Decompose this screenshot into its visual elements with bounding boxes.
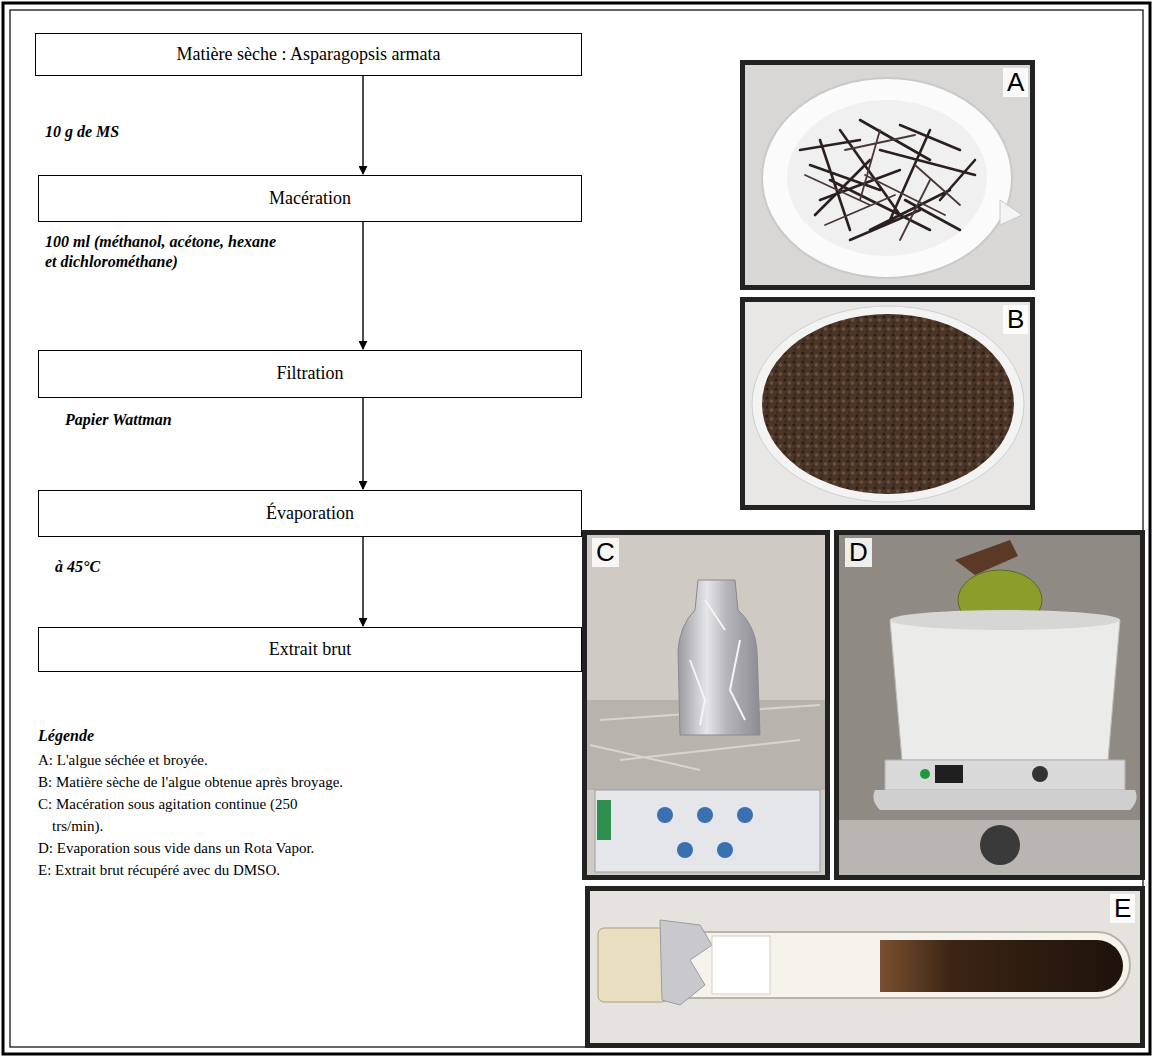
legend-entry: A: L'algue séchée et broyée. <box>38 749 348 771</box>
legend-heading: Légende <box>38 727 348 745</box>
step-annotation: à 45°C <box>55 557 305 577</box>
foil-bottle <box>678 580 760 735</box>
stirrer-knob <box>677 842 693 858</box>
step-annotation: 100 ml (méthanol, acétone, hexane et dic… <box>45 232 285 272</box>
flask-clamp <box>955 540 1018 575</box>
stir-bar-magnet <box>980 825 1020 865</box>
temperature-display <box>935 765 963 783</box>
process-box: Macération <box>38 175 582 222</box>
foil-creases <box>690 600 745 725</box>
photo-border <box>582 530 830 880</box>
flow-arrow <box>362 537 363 626</box>
panel-letter: B <box>1003 305 1028 334</box>
box-text: Macération <box>259 183 361 215</box>
control-knob <box>1032 766 1048 782</box>
photo-b <box>740 297 1035 510</box>
crude-extract <box>880 940 1123 992</box>
flow-arrow <box>362 222 363 349</box>
legend-block: Légende A: L'algue séchée et broyée.B: Ma… <box>38 727 348 881</box>
box-text: Matière sèche : Asparagopsis armata <box>167 39 451 71</box>
bath-plate <box>873 790 1136 810</box>
water-bath <box>890 620 1120 760</box>
panel-letter: E <box>1110 894 1135 923</box>
foil-wrap <box>660 920 712 1005</box>
photo-border <box>740 60 1035 290</box>
stirrer-knob <box>737 807 753 823</box>
process-box: Matière sèche : Asparagopsis armata <box>35 33 582 76</box>
ground-powder <box>762 314 1014 494</box>
box-text: Filtration <box>267 358 354 390</box>
photo-c <box>582 530 830 880</box>
stirrer-knob <box>697 807 713 823</box>
step-annotation: 10 g de MS <box>45 122 295 142</box>
panel-letter: A <box>1003 68 1028 97</box>
photo-ground <box>745 302 1030 505</box>
bath-base <box>885 760 1125 790</box>
flow-arrow <box>362 76 363 174</box>
photo-border <box>585 886 1145 1048</box>
photo-ground <box>839 535 1140 875</box>
photo-a <box>740 60 1035 290</box>
panel-letter: D <box>845 538 872 567</box>
process-box: Filtration <box>38 350 582 398</box>
petri-dish <box>752 306 1024 502</box>
panel-letter: C <box>592 538 619 567</box>
process-box: Extrait brut <box>38 627 582 672</box>
dried-seaweed <box>800 120 975 240</box>
photo-border <box>740 297 1035 510</box>
flow-arrow <box>362 398 363 489</box>
bowl-spout <box>1000 200 1022 225</box>
photo-d <box>834 530 1145 880</box>
legend-entry: C: Macération sous agitation continue (2… <box>38 793 348 837</box>
bench-top <box>839 820 1140 875</box>
box-text: Extrait brut <box>259 634 361 666</box>
inner-frame <box>10 10 1143 1047</box>
legend-entry: B: Matière sèche de l'algue obtenue aprè… <box>38 771 348 793</box>
test-tube <box>640 932 1130 998</box>
tube-cap <box>598 928 668 1002</box>
mortar-bowl <box>762 78 1012 278</box>
box-text: Évaporation <box>256 498 364 530</box>
stirrer-knob <box>717 842 733 858</box>
dried-seaweed <box>805 130 960 240</box>
photo-e <box>585 886 1145 1048</box>
bath-rim <box>890 610 1120 630</box>
photo-ground <box>590 891 1140 1043</box>
process-box: Évaporation <box>38 490 582 537</box>
photo-border <box>834 530 1145 880</box>
outer-frame <box>3 3 1150 1054</box>
stirrer-indicator <box>597 800 611 840</box>
step-annotation: Papier Wattman <box>65 410 315 430</box>
tube-label <box>712 936 770 994</box>
power-switch <box>920 769 930 779</box>
legend-entry: E: Extrait brut récupéré avec du DMSO. <box>38 859 348 881</box>
photo-ground <box>745 65 1030 285</box>
photo-ground <box>587 535 825 875</box>
bowl-inside <box>787 100 987 256</box>
magnetic-stirrer <box>595 790 820 872</box>
stirrer-knob <box>657 807 673 823</box>
legend-entry: D: Evaporation sous vide dans un Rota Va… <box>38 837 348 859</box>
